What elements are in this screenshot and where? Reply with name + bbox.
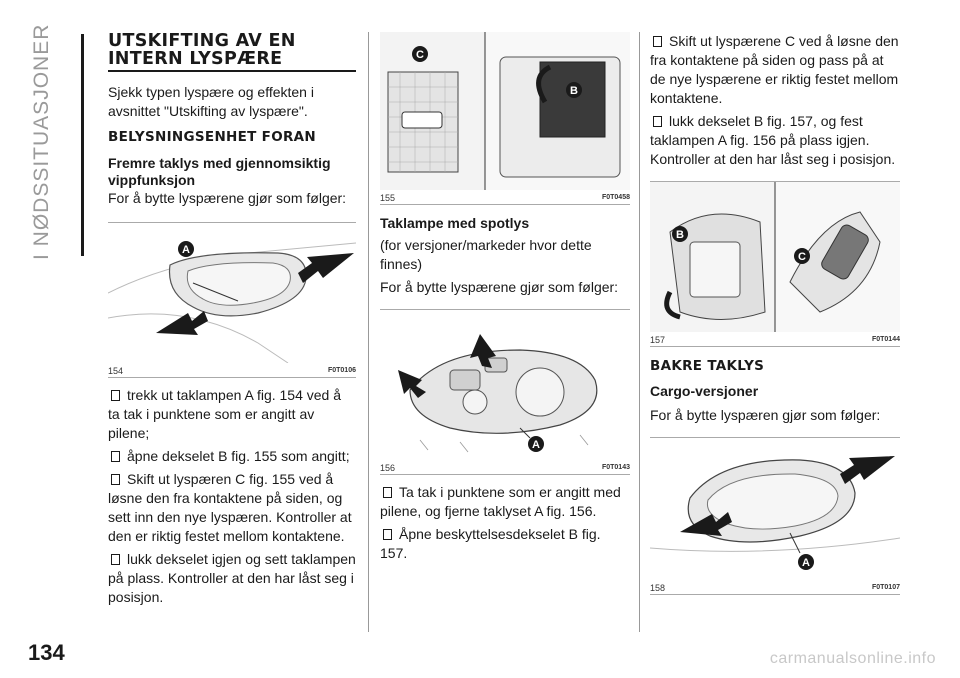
site-watermark: carmanualsonline.info <box>769 650 936 667</box>
figure-code: F0T0144 <box>871 336 900 343</box>
subsection-heading: Taklampe med spotlys <box>380 215 530 231</box>
callout-a-marker <box>528 436 544 452</box>
callout-a-label: A <box>802 557 810 569</box>
protective-cover-illustration: B C <box>650 182 900 332</box>
step-text: Åpne beskyttelsesdekselet B fig. 157. <box>380 526 601 561</box>
callout-a-label: A <box>532 439 540 451</box>
arrow-icon <box>470 334 496 368</box>
arrow-icon <box>156 311 208 335</box>
callout-b-label: B <box>676 229 684 241</box>
bullet-box-icon <box>111 390 120 401</box>
column-divider <box>639 32 640 632</box>
figure-154: A 154 F0T0106 <box>108 222 356 378</box>
callout-c-marker <box>412 46 428 62</box>
callout-a-marker <box>178 241 194 257</box>
step-item: trekk ut taklampen A fig. 154 ved å ta t… <box>108 386 356 443</box>
section-heading: BELYSNINGSENHET FORAN <box>108 129 317 145</box>
title-underline <box>108 70 356 72</box>
bullet-box-icon <box>653 36 662 47</box>
step-item: lukk dekselet B fig. 157, og fest taklam… <box>650 112 900 169</box>
ceiling-lamp-illustration: A <box>108 241 356 363</box>
chapter-side-title: I NØDSSITUASJONER <box>30 23 53 260</box>
lead-text: For å bytte lyspæren gjør som følger: <box>650 407 881 423</box>
callout-b-marker <box>672 226 688 242</box>
section-heading: BAKRE TAKLYS <box>650 358 765 374</box>
column-3: Skift ut lyspærene C ved å løsne den fra… <box>650 32 900 595</box>
arrow-icon <box>680 512 732 536</box>
callout-a-label: A <box>182 244 190 256</box>
step-text: lukk dekselet igjen og sett taklampen på… <box>108 551 356 605</box>
intro-text: Sjekk typen lyspære og effekten i avsnit… <box>108 84 314 119</box>
chapter-marker-bar <box>81 34 84 256</box>
lamp-cover-illustration: C B <box>380 32 630 190</box>
page-title: UTSKIFTING AV EN INTERN LYSPÆRE <box>108 31 296 69</box>
note-text: (for versjoner/markeder hvor dette finne… <box>380 237 592 272</box>
step-item: åpne dekselet B fig. 155 som angitt; <box>108 447 356 466</box>
step-text: trekk ut taklampen A fig. 154 ved å ta t… <box>108 387 342 441</box>
step-item: Åpne beskyttelsesdekselet B fig. 157. <box>380 525 630 563</box>
figure-code: F0T0107 <box>871 584 900 591</box>
figure-158: A 158 F0T0107 <box>650 437 900 595</box>
subsection-heading: Fremre taklys med gjennomsiktig vippfunk… <box>108 155 331 188</box>
callout-b-marker <box>566 82 582 98</box>
callout-a-marker <box>798 554 814 570</box>
column-2: C B 155 F0T0458 Taklampe med spotlys (fo… <box>380 32 630 563</box>
step-text: lukk dekselet B fig. 157, og fest taklam… <box>650 113 896 167</box>
lead-text: For å bytte lyspærene gjør som følger: <box>108 190 347 206</box>
bullet-box-icon <box>653 116 662 127</box>
arrow-icon <box>840 456 895 484</box>
bullet-box-icon <box>383 529 392 540</box>
figure-number: 156 <box>380 463 396 473</box>
bullet-box-icon <box>383 487 392 498</box>
bullet-box-icon <box>111 451 120 462</box>
rear-lamp-illustration: A <box>650 456 900 570</box>
page-number: 134 <box>28 640 65 665</box>
column-1: UTSKIFTING AV EN INTERN LYSPÆRE Sjekk ty… <box>108 32 356 607</box>
step-item: Skift ut lyspærene C ved å løsne den fra… <box>650 32 900 108</box>
figure-code: F0T0458 <box>601 194 630 201</box>
step-text: åpne dekselet B fig. 155 som angitt; <box>127 448 350 464</box>
lead-text: For å bytte lyspærene gjør som følger: <box>380 279 619 295</box>
step-item: lukk dekselet igjen og sett taklampen på… <box>108 550 356 607</box>
figure-code: F0T0143 <box>601 464 630 471</box>
arrow-icon <box>298 253 354 283</box>
column-divider <box>368 32 369 632</box>
rotate-arrow-icon <box>536 64 552 104</box>
figure-155: C B 155 F0T0458 <box>380 32 630 205</box>
arrow-icon <box>398 370 426 398</box>
step-item: Ta tak i punktene som er angitt med pile… <box>380 483 630 521</box>
figure-number: 158 <box>650 583 666 593</box>
step-text: Ta tak i punktene som er angitt med pile… <box>380 484 621 519</box>
bullet-box-icon <box>111 474 120 485</box>
figure-code: F0T0106 <box>327 367 356 374</box>
figure-156: A 156 F0T0143 <box>380 309 630 475</box>
rotate-arrow-icon <box>664 290 681 320</box>
callout-b-label: B <box>570 85 578 97</box>
bullet-box-icon <box>111 554 120 565</box>
step-text: Skift ut lyspærene C ved å løsne den fra… <box>650 33 899 106</box>
step-item: Skift ut lyspæren C fig. 155 ved å løsne… <box>108 470 356 546</box>
figure-number: 154 <box>108 366 124 376</box>
figure-157: B C 157 F0T0144 <box>650 181 900 347</box>
callout-c-marker <box>794 248 810 264</box>
callout-c-label: C <box>416 49 424 61</box>
figure-number: 155 <box>380 193 396 203</box>
spotlight-lamp-illustration: A <box>398 334 598 453</box>
step-text: Skift ut lyspæren C fig. 155 ved å løsne… <box>108 471 352 544</box>
figure-number: 157 <box>650 335 666 345</box>
subsection-heading: Cargo-versjoner <box>650 383 759 399</box>
callout-c-label: C <box>798 251 806 263</box>
